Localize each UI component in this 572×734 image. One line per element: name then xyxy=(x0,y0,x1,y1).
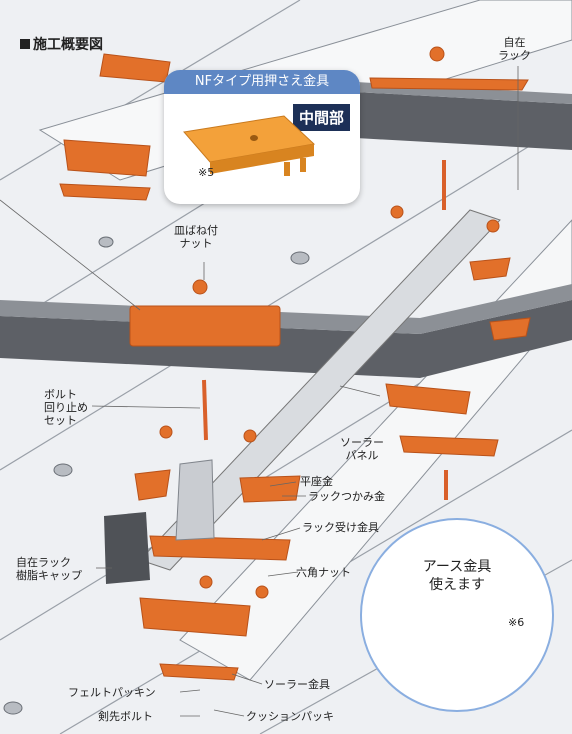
label-jizai-rack: 自在 ラック xyxy=(498,36,531,62)
label-rack-tsukami: ラックつかみ金 xyxy=(308,490,385,503)
label-solar-panel-line2: パネル xyxy=(345,449,379,462)
label-resin-cap-line1: 自在ラック xyxy=(16,556,71,569)
label-bolt-line2: 回り止め xyxy=(44,401,88,414)
label-rokkaku-nut: 六角ナット xyxy=(296,566,351,579)
earth-title: アース金具 使えます xyxy=(362,558,552,594)
label-hiraza: 平座金 xyxy=(300,475,333,488)
ground-bolts xyxy=(3,236,310,715)
nf-clamp-callout: NFタイプ用押さえ金具 中間部 ※5 xyxy=(164,70,360,204)
label-bolt-line3: セット xyxy=(44,414,77,427)
label-rack-uke: ラック受け金具 xyxy=(302,521,379,534)
resin-cap xyxy=(104,512,150,584)
label-solar-panel: ソーラー パネル xyxy=(340,436,384,462)
label-cushion-packing: クッションパッキ xyxy=(246,710,334,723)
label-resin-cap: 自在ラック 樹脂キャップ xyxy=(16,556,82,582)
rack-support-bracket xyxy=(175,459,215,541)
label-kensaki-bolt: 剣先ボルト xyxy=(98,710,153,723)
callout-title: NFタイプ用押さえ金具 xyxy=(164,70,360,94)
callout-badge: 中間部 xyxy=(292,104,350,131)
earth-clip-circle: アース金具 使えます ※6 xyxy=(360,518,554,712)
label-saraban-nut-line1: 皿ばね付 xyxy=(174,224,218,237)
diagram-heading: 施工概要図 xyxy=(20,34,103,54)
earth-title-line2: 使えます xyxy=(429,577,485,593)
label-jizai-rack-line2: ラック xyxy=(498,49,531,62)
rail-channel xyxy=(139,209,501,571)
rack-beam-main xyxy=(0,300,572,378)
diagram-heading-text: 施工概要図 xyxy=(33,37,103,53)
label-jizai-rack-line1: 自在 xyxy=(503,36,526,49)
bolts xyxy=(202,160,448,500)
leader-lines xyxy=(0,66,519,717)
label-solar-kanagu: ソーラー金具 xyxy=(264,678,330,691)
label-bolt-line1: ボルト xyxy=(44,388,77,401)
label-saraban-nut-line2: ナット xyxy=(179,237,213,250)
nf-clamp-illustration xyxy=(183,115,316,176)
earth-title-line1: アース金具 xyxy=(422,559,492,575)
label-felt-packing: フェルトパッキン xyxy=(68,686,156,699)
bullet-square-icon xyxy=(20,39,30,49)
label-resin-cap-line2: 樹脂キャップ xyxy=(16,569,82,582)
label-saraban-nut: 皿ばね付 ナット xyxy=(174,224,218,250)
callout-note: ※5 xyxy=(198,166,215,179)
orange-parts xyxy=(59,46,531,681)
label-bolt-anti-rotation: ボルト 回り止め セット xyxy=(44,388,88,427)
earth-note: ※6 xyxy=(508,616,525,629)
label-solar-panel-line1: ソーラー xyxy=(340,436,384,449)
